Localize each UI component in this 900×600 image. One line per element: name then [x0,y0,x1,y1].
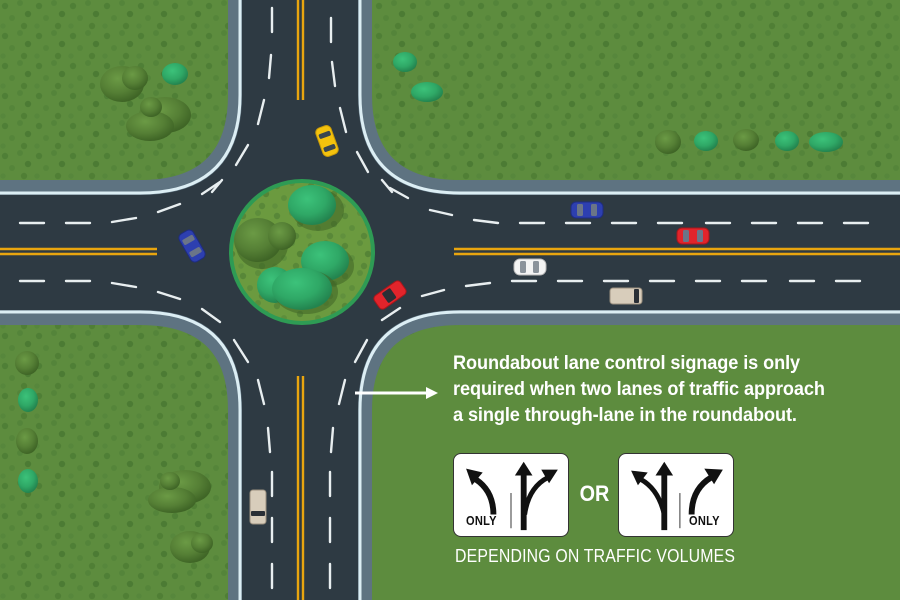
red-car-roundabout [373,280,407,310]
or-label: OR [579,481,610,506]
only-label: ONLY [689,513,720,528]
vehicles [178,125,710,525]
sign-right-turn-only: ONLY [618,453,734,537]
caption-line: a single through-lane in the roundabout. [453,404,797,426]
lane-arrows-icon [631,461,723,531]
red-car-east [676,227,710,245]
tan-suv-east [609,287,643,305]
right-arrow-icon [355,387,438,399]
only-label: ONLY [466,513,497,528]
taxi-vehicle [315,125,339,157]
blue-car-west [178,229,206,263]
lane-arrows-icon [466,461,558,531]
white-car-east [513,258,547,276]
footnote-text: DEPENDING ON TRAFFIC VOLUMES [455,546,736,566]
caption-line: required when two lanes of traffic appro… [453,378,825,400]
blue-car-east [570,201,604,219]
tan-suv-south [249,489,267,525]
lane-dashes [18,6,870,590]
caption-text: Roundabout lane control signage is only … [453,350,862,428]
roadside-trees [15,52,843,563]
caption-line: Roundabout lane control signage is only [453,352,801,374]
central-island [229,179,375,325]
sign-left-turn-only: ONLY [453,453,569,537]
